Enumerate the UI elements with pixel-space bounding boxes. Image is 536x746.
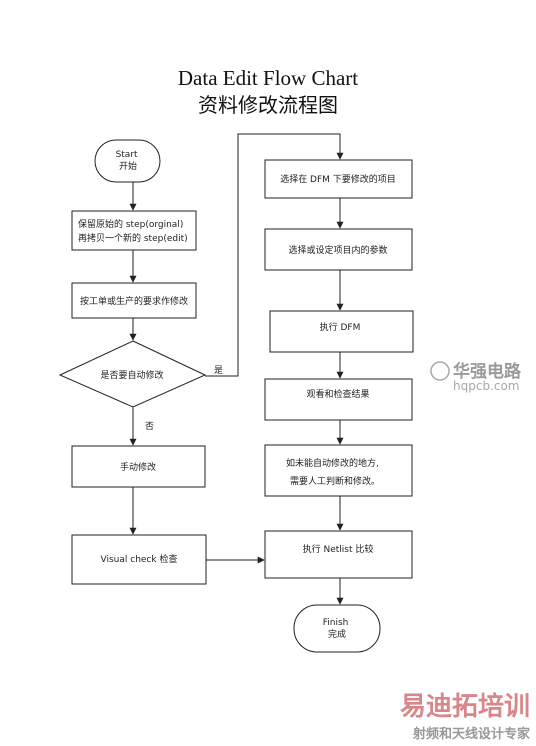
node-visual-check: Visual check 检查	[71, 534, 207, 585]
node-finish-line-2: 完成	[328, 628, 346, 640]
node-run-dfm-text: 执行 DFM	[320, 321, 361, 333]
node-decision-auto: 是否要自动修改	[58, 340, 207, 408]
node-select-dfm: 选择在 DFM 下要修改的项目	[264, 159, 413, 199]
node-set-params: 选择或设定项目内的参数	[264, 228, 413, 271]
node-manual-judge: 如未能自动修改的地方, 需要人工判断和修改。	[264, 444, 413, 497]
watermark-hqpcb: 华强电路 hqpcb.com	[430, 361, 522, 393]
node-manual-modify: 手动修改	[71, 445, 206, 488]
node-set-params-text: 选择或设定项目内的参数	[288, 244, 387, 256]
node-start: Start 开始	[94, 139, 161, 183]
watermark-logo-icon	[430, 361, 450, 381]
watermark-url: hqpcb.com	[453, 379, 520, 393]
node-finish-line-1: Finish	[323, 618, 349, 628]
node-manual-judge-line-2: 需要人工判断和修改。	[290, 475, 380, 487]
node-netlist-compare-text: 执行 Netlist 比较	[303, 543, 374, 555]
node-modify-requirement: 按工单或生产的要求作修改	[71, 282, 197, 319]
node-select-dfm-text: 选择在 DFM 下要修改的项目	[280, 173, 396, 185]
watermark-brand-subtitle: 射频和天线设计专家	[412, 726, 531, 742]
watermark-brand-text: 易迪拓培训	[400, 692, 530, 722]
node-copy-step-line-2: 再拷贝一个新的 step(edit)	[78, 232, 188, 244]
node-decision-auto-text: 是否要自动修改	[100, 369, 163, 381]
node-start-line-1: Start	[116, 150, 138, 160]
svg-text:Start 开始: Start 开始	[116, 150, 141, 172]
node-netlist-compare: 执行 Netlist 比较	[264, 530, 413, 579]
chart-title-cn: 资料修改流程图	[198, 93, 338, 117]
node-modify-requirement-text: 按工单或生产的要求作修改	[80, 295, 188, 307]
svg-text:如未能自动修改的地方, 需要人工判断和修改。: 如未能自动修改的地方, 需要人工判断和修改。	[286, 457, 382, 487]
edge-label-no: 否	[145, 421, 154, 432]
node-copy-step-line-1: 保留原始的 step(orginal)	[78, 218, 183, 230]
edge-label-yes: 是	[214, 365, 223, 376]
node-observe-results-text: 观看和检查结果	[306, 388, 369, 400]
svg-text:Finish 完成: Finish 完成	[323, 618, 352, 640]
node-run-dfm: 执行 DFM	[269, 310, 414, 353]
node-manual-modify-text: 手动修改	[120, 461, 156, 473]
watermark-logo-text: 华强电路	[453, 361, 522, 382]
watermark-brand: 易迪拓培训 射频和天线设计专家	[400, 692, 531, 742]
node-start-line-2: 开始	[119, 160, 137, 172]
node-manual-judge-line-1: 如未能自动修改的地方,	[286, 457, 379, 469]
chart-title-en: Data Edit Flow Chart	[178, 66, 358, 90]
node-visual-check-text: Visual check 检查	[101, 553, 178, 565]
node-finish: Finish 完成	[293, 604, 381, 653]
node-copy-step: 保留原始的 step(orginal) 再拷贝一个新的 step(edit)	[71, 210, 197, 251]
edge-decision-yes-to-select	[205, 133, 344, 377]
node-observe-results: 观看和检查结果	[264, 378, 413, 421]
svg-text:保留原始的 step(orginal) 再拷贝一: 保留原始的 step(orginal) 再拷贝一个新的 step(edit)	[78, 218, 188, 244]
